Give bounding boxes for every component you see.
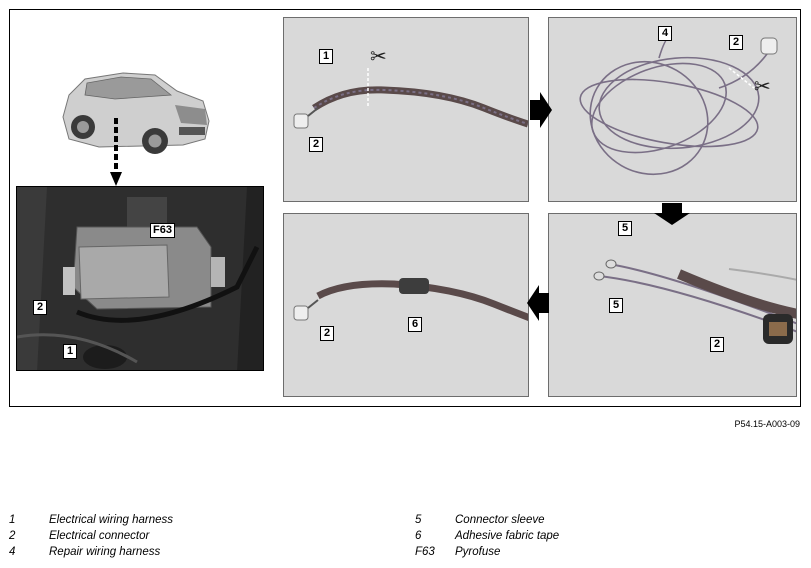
legend-number: 5: [415, 514, 422, 526]
arrow-left-icon: [527, 285, 549, 326]
legend-number: 2: [9, 530, 16, 542]
callout-connector-2: 2: [309, 137, 323, 152]
callout-connector-2: 2: [729, 35, 743, 50]
callout-adhesive-tape-6: 6: [408, 317, 422, 332]
location-pointer: [110, 118, 122, 186]
legend-text: Pyrofuse: [455, 546, 501, 558]
legend-number: 4: [9, 546, 16, 558]
callout-fuse-f63: F63: [150, 223, 175, 238]
arrow-right-icon: [530, 92, 552, 133]
callout-connector-2: 2: [33, 300, 47, 315]
step3-connector-sleeve-panel: [548, 213, 797, 397]
callout-repair-harness-4: 4: [658, 26, 672, 41]
legend-text: Electrical wiring harness: [49, 514, 173, 526]
overview-photo: [16, 186, 264, 371]
scissors-icon: ✂: [370, 46, 387, 68]
step2-repair-harness-panel: [548, 17, 797, 202]
callout-harness-1: 1: [63, 344, 77, 359]
legend-number: F63: [415, 546, 435, 558]
figure-frame: [9, 9, 801, 407]
step1-cut-harness-panel: [283, 17, 529, 202]
callout-sleeve-5: 5: [609, 298, 623, 313]
callout-sleeve-5: 5: [618, 221, 632, 236]
vehicle-illustration: [55, 65, 215, 165]
callout-connector-2: 2: [710, 337, 724, 352]
figure-reference: P54.15-A003-09: [734, 419, 800, 429]
scissors-icon: ✂: [754, 76, 771, 98]
legend-text: Adhesive fabric tape: [455, 530, 560, 542]
legend-text: Connector sleeve: [455, 514, 545, 526]
legend-number: 1: [9, 514, 16, 526]
legend-right: 5 Connector sleeve 6 Adhesive fabric tap…: [415, 514, 795, 564]
legend-text: Electrical connector: [49, 530, 150, 542]
arrow-down-icon: [654, 203, 690, 230]
legend-number: 6: [415, 530, 422, 542]
callout-harness-1: 1: [319, 49, 333, 64]
legend-text: Repair wiring harness: [49, 546, 161, 558]
legend-left: 1 Electrical wiring harness 2 Electrical…: [9, 514, 389, 564]
callout-connector-2: 2: [320, 326, 334, 341]
step4-taped-harness-panel: [283, 213, 529, 397]
